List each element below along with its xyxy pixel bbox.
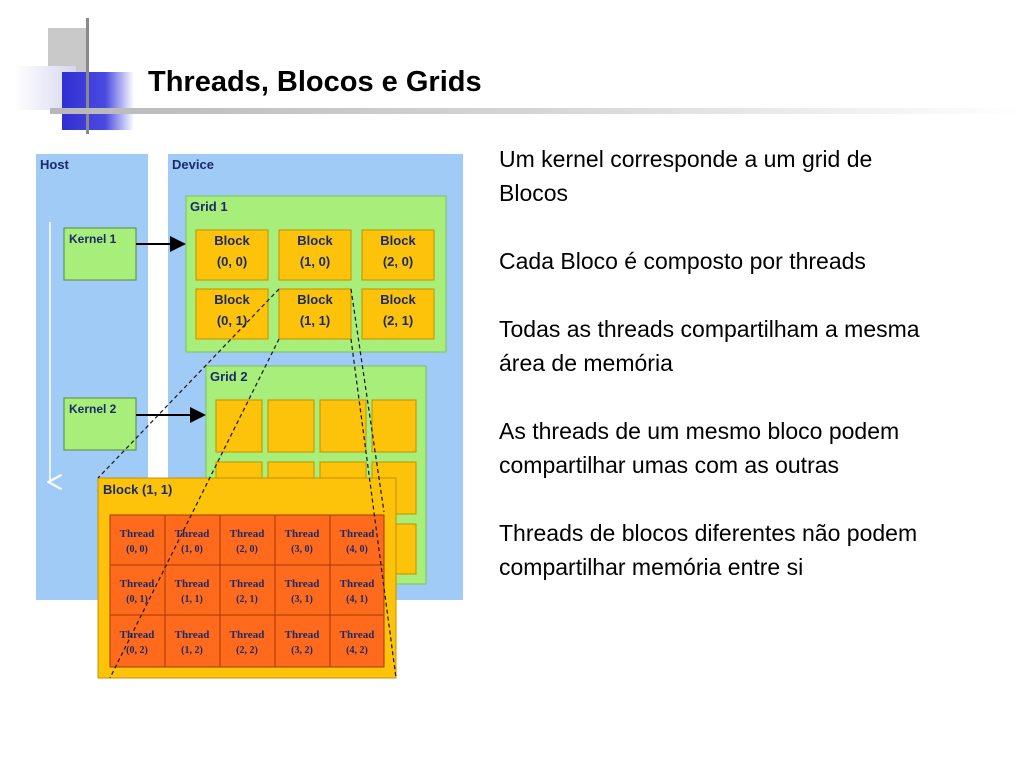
block-1-0	[278, 229, 352, 281]
block-coord: (1, 1)	[300, 313, 330, 328]
thread-word: Thread	[340, 629, 375, 641]
bullet-item: Cada Bloco é composto por threads	[499, 248, 866, 274]
thread-word: Thread	[175, 528, 210, 540]
bullet-item: Threads de blocos diferentes não podem c…	[499, 520, 918, 580]
thread-cell	[164, 564, 221, 616]
block-2-1	[361, 288, 435, 340]
decorative-blue-square	[62, 72, 134, 130]
slide-title: Threads, Blocos e Grids	[148, 66, 482, 98]
host-label: Host	[40, 157, 70, 172]
thread-word: Thread	[285, 578, 320, 590]
thread-coord: (1, 0)	[181, 544, 203, 555]
zoom-line-right	[350, 338, 397, 679]
thread-cell	[109, 564, 166, 616]
thread-cell	[164, 514, 221, 566]
kernel-2-label: Kernel 2	[69, 402, 117, 416]
device-label: Device	[172, 157, 214, 172]
thread-cell	[274, 564, 331, 616]
thread-coord: (4, 0)	[346, 544, 368, 555]
thread-word: Thread	[120, 578, 155, 590]
expanded-block-label: Block (1, 1)	[103, 482, 172, 497]
thread-coord: (1, 1)	[181, 594, 203, 605]
thread-coord: (1, 2)	[181, 645, 203, 656]
thread-word: Thread	[175, 629, 210, 641]
thread-word: Thread	[230, 578, 265, 590]
thread-word: Thread	[340, 528, 375, 540]
bullet-item: Um kernel corresponde a um grid de Bloco…	[499, 146, 873, 206]
block-coord: (0, 1)	[217, 313, 247, 328]
thread-cell	[274, 514, 331, 566]
thread-coord: (3, 0)	[291, 544, 313, 555]
block-coord: (2, 0)	[383, 254, 413, 269]
thread-word: Thread	[175, 578, 210, 590]
zoom-line-mid-right	[350, 288, 385, 513]
zoom-lines	[97, 288, 397, 679]
bullet-item: As threads de um mesmo bloco podem compa…	[499, 418, 900, 478]
block-0-1	[195, 288, 269, 340]
zoom-line-left	[97, 288, 280, 479]
decorative-gray-square	[48, 28, 86, 72]
decorative-horizontal-line	[50, 108, 1024, 114]
bullet-item: Todas as threads compartilham a mesma ár…	[499, 316, 920, 376]
block-word: Block	[214, 233, 250, 248]
thread-coord: (2, 1)	[236, 594, 258, 605]
thread-cell	[109, 514, 166, 566]
block-word: Block	[297, 292, 333, 307]
thread-cell	[274, 614, 331, 668]
grid-2-label: Grid 2	[210, 369, 248, 384]
thread-coord: (2, 2)	[236, 645, 258, 656]
grid-2-block	[215, 399, 263, 453]
thread-grid: Thread (0, 0) Thread (1, 0) Thread (2, 0…	[109, 514, 385, 668]
thread-coord: (4, 1)	[346, 594, 368, 605]
block-word: Block	[380, 292, 416, 307]
kernel-1-box	[63, 227, 137, 281]
thread-word: Thread	[230, 528, 265, 540]
block-word: Block	[214, 292, 250, 307]
block-coord: (0, 0)	[217, 254, 247, 269]
thread-coord: (2, 0)	[236, 544, 258, 555]
thread-word: Thread	[285, 528, 320, 540]
block-coord: (2, 1)	[383, 313, 413, 328]
thread-cell	[219, 564, 276, 616]
thread-cell	[329, 564, 385, 616]
block-coord: (1, 0)	[300, 254, 330, 269]
block-0-0	[195, 229, 269, 281]
thread-word: Thread	[340, 578, 375, 590]
thread-cell	[164, 614, 221, 668]
grid-1-label: Grid 1	[190, 199, 228, 214]
thread-cell	[219, 614, 276, 668]
cuda-hierarchy-diagram: Host Device Kernel 1 Kernel 2 Grid 1 Blo…	[36, 154, 463, 679]
kernel-1-label: Kernel 1	[69, 232, 117, 246]
kernel-2-box	[63, 397, 137, 451]
thread-word: Thread	[120, 629, 155, 641]
thread-coord: (3, 2)	[291, 645, 313, 656]
zoom-line-mid-left	[109, 338, 280, 679]
block-word: Block	[297, 233, 333, 248]
thread-cell	[329, 614, 385, 668]
grid-2-block	[319, 399, 367, 453]
bullet-list: Um kernel corresponde a um grid de Bloco…	[499, 142, 939, 618]
thread-coord: (0, 0)	[126, 544, 148, 555]
grid-1-blocks: Block (0, 0) Block (1, 0) Block (2, 0) B…	[195, 229, 435, 340]
block-2-0	[361, 229, 435, 281]
thread-word: Thread	[285, 629, 320, 641]
thread-coord: (0, 1)	[126, 594, 148, 605]
grid-2-block	[371, 399, 417, 453]
thread-coord: (4, 2)	[346, 645, 368, 656]
block-word: Block	[380, 233, 416, 248]
block-1-1	[278, 288, 352, 340]
thread-coord: (3, 1)	[291, 594, 313, 605]
grid-2-block	[267, 399, 315, 453]
decorative-vertical-line	[86, 18, 89, 134]
thread-word: Thread	[230, 629, 265, 641]
thread-word: Thread	[120, 528, 155, 540]
thread-cell	[219, 514, 276, 566]
thread-coord: (0, 2)	[126, 645, 148, 656]
